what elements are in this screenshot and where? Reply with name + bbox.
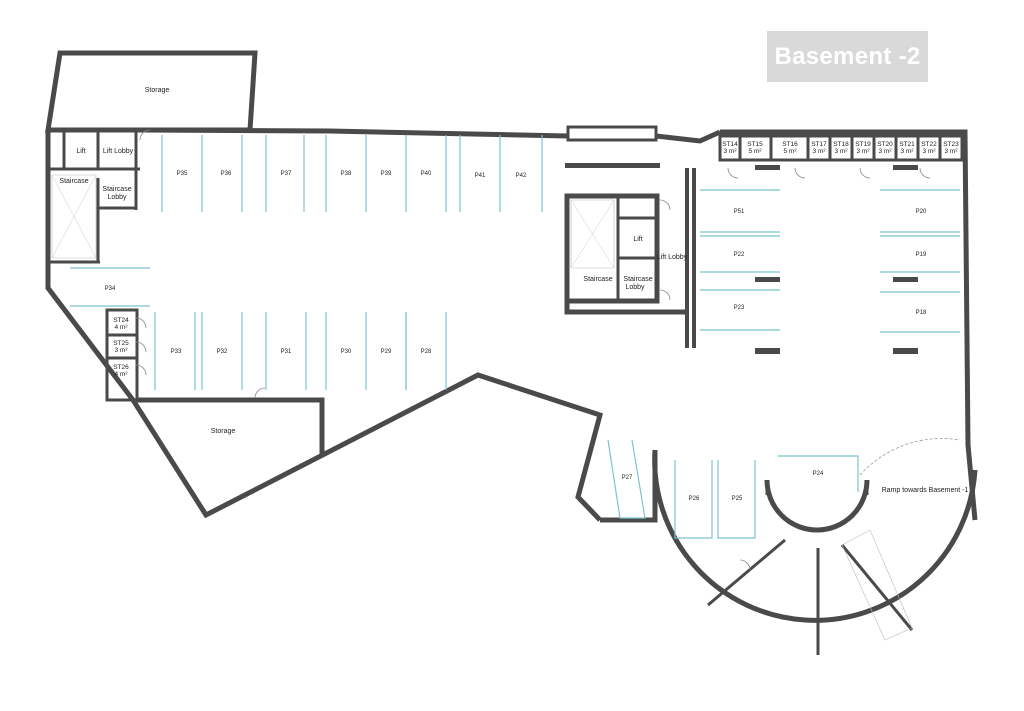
parking-label: P20 <box>916 209 927 215</box>
room-label-storage-top: Storage <box>145 87 170 94</box>
parking-label: P27 <box>622 475 633 481</box>
room-label-lift-lobby-left: Lift Lobby <box>103 148 134 155</box>
storage-unit-id: ST25 <box>113 340 129 347</box>
storage-unit-area: 3 m² <box>115 347 129 354</box>
storage-unit-id: ST18 <box>833 141 849 148</box>
parking-label: P40 <box>421 171 432 177</box>
storage-unit-id: ST20 <box>877 141 893 148</box>
storage-unit-area: 4 m² <box>115 371 129 378</box>
parking-label: P38 <box>341 171 352 177</box>
parking-label: P39 <box>381 171 392 177</box>
parking-label: P37 <box>281 171 292 177</box>
right-wing-walls <box>564 129 978 655</box>
parking-label: P23 <box>734 305 745 311</box>
parking-label: P36 <box>221 171 232 177</box>
storage-unit-area: 3 m² <box>857 148 871 155</box>
parking-label: P18 <box>916 310 927 316</box>
parking-label: P26 <box>689 496 700 502</box>
storage-unit-id: ST17 <box>811 141 827 148</box>
parking-label: P24 <box>813 471 824 477</box>
parking-label: P32 <box>217 349 228 355</box>
room-label-staircase-lobby-left-2: Lobby <box>107 194 127 201</box>
room-label-staircase-right: Staircase <box>583 276 612 283</box>
storage-unit-area: 3 m² <box>813 148 827 155</box>
parking-label: P51 <box>734 209 745 215</box>
parking-label: P41 <box>475 173 486 179</box>
storage-unit-id: ST19 <box>855 141 871 148</box>
storage-unit-id: ST14 <box>722 141 738 148</box>
parking-label: P34 <box>105 286 116 292</box>
parking-bay-lines <box>70 135 960 539</box>
storage-unit-id: ST21 <box>899 141 915 148</box>
storage-unit-id: ST22 <box>921 141 937 148</box>
parking-label: P25 <box>732 496 743 502</box>
storage-unit-id: ST24 <box>113 317 129 324</box>
room-labels: Storage Storage Lift Lift Lobby Staircas… <box>59 87 968 494</box>
storage-unit-id: ST26 <box>113 364 129 371</box>
parking-label: P19 <box>916 252 927 258</box>
parking-label: P28 <box>421 349 432 355</box>
room-label-lift-right: Lift <box>633 236 642 243</box>
parking-label: P33 <box>171 349 182 355</box>
storage-unit-area: 5 m² <box>784 148 798 155</box>
floor-title-badge: Basement -2 <box>767 31 928 82</box>
parking-label: P31 <box>281 349 292 355</box>
parking-label: P29 <box>381 349 392 355</box>
room-label-staircase-lobby-right-1: Staircase <box>623 276 652 283</box>
storage-units-left: ST24 4 m² ST25 3 m² ST26 4 m² <box>113 317 129 378</box>
storage-unit-area: 3 m² <box>724 148 738 155</box>
storage-unit-area: 3 m² <box>879 148 893 155</box>
parking-label: P30 <box>341 349 352 355</box>
room-label-storage-bottom: Storage <box>211 428 236 435</box>
door-swings <box>135 129 961 571</box>
storage-unit-id: ST15 <box>747 141 763 148</box>
parking-label: P42 <box>516 173 527 179</box>
parking-label: P35 <box>177 171 188 177</box>
storage-unit-area: 3 m² <box>901 148 915 155</box>
storage-unit-area: 3 m² <box>923 148 937 155</box>
parking-label: P22 <box>734 252 745 258</box>
room-label-lift-left: Lift <box>76 148 85 155</box>
parking-labels: P35 P36 P37 P38 P39 P40 P41 P42 P34 P33 … <box>105 171 927 502</box>
left-wing-walls <box>45 50 722 522</box>
storage-unit-id: ST23 <box>943 141 959 148</box>
room-label-staircase-lobby-left-1: Staircase <box>102 186 131 193</box>
room-label-staircase-left: Staircase <box>59 178 88 185</box>
storage-unit-area: 4 m² <box>115 324 129 331</box>
room-label-staircase-lobby-right-2: Lobby <box>625 284 645 291</box>
storage-unit-area: 5 m² <box>749 148 763 155</box>
storage-unit-area: 3 m² <box>835 148 849 155</box>
storage-unit-area: 3 m² <box>945 148 959 155</box>
floor-title: Basement -2 <box>774 42 921 70</box>
storage-unit-id: ST16 <box>782 141 798 148</box>
room-label-ramp: Ramp towards Basement -1 <box>882 487 969 494</box>
room-label-lift-lobby-right: Lift Lobby <box>657 254 688 261</box>
